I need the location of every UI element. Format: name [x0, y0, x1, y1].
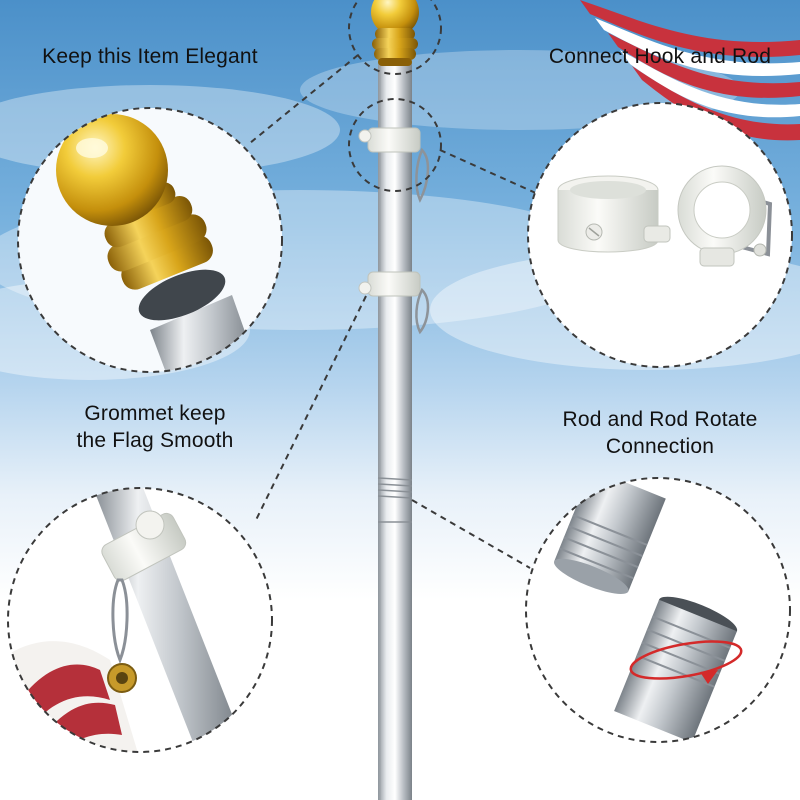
- callout-markers: [348, 0, 442, 192]
- caption-rod-connection-line1: Rod and Rod Rotate: [562, 408, 758, 431]
- caption-rod-connection: Rod and Rod Rotate Connection: [540, 406, 780, 460]
- detail-grommet: [7, 487, 273, 753]
- gold-finial: [371, 0, 419, 66]
- callout-lines: [249, 54, 539, 569]
- detail-finial: [17, 107, 283, 373]
- caption-rod-connection-line2: Connection: [605, 435, 715, 458]
- caption-grommet-line2: the Flag Smooth: [76, 429, 234, 452]
- caption-finial: Keep this Item Elegant: [20, 43, 280, 70]
- caption-grommet-line1: Grommet keep: [84, 402, 226, 425]
- caption-finial-text: Keep this Item Elegant: [42, 45, 258, 68]
- flag-pole: [377, 62, 413, 800]
- caption-ring-hook: Connect Hook and Rod: [530, 43, 790, 70]
- detail-ring-hook: [527, 102, 793, 368]
- caption-ring-hook-text: Connect Hook and Rod: [548, 45, 772, 68]
- pole-ring-upper: [358, 127, 430, 203]
- detail-rod-connection: [525, 477, 791, 743]
- pole-ring-lower: [358, 271, 430, 335]
- caption-grommet: Grommet keep the Flag Smooth: [40, 400, 270, 454]
